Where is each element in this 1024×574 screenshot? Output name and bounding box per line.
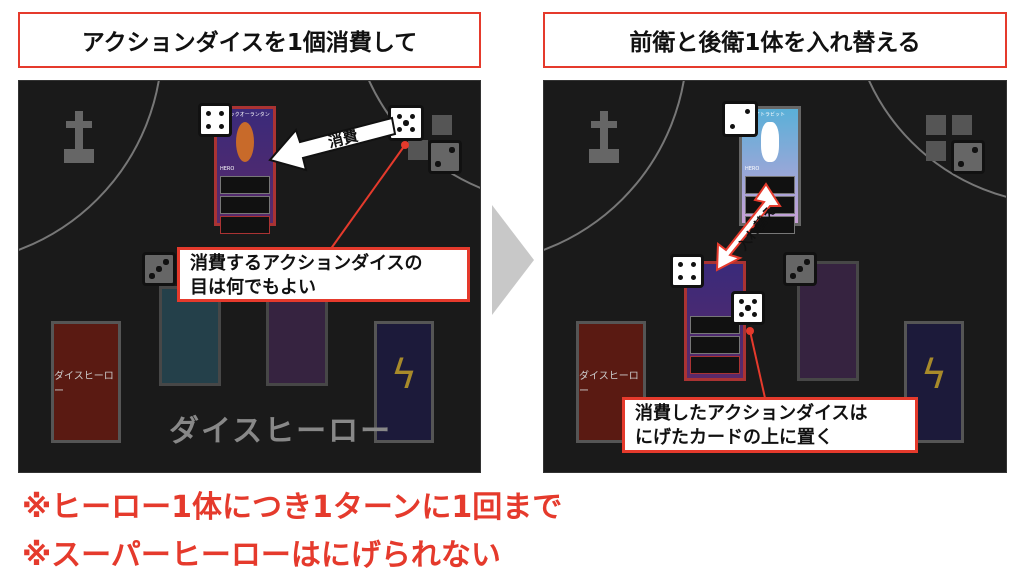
dice-three[interactable] <box>783 252 817 286</box>
dice-pip <box>435 161 441 167</box>
dice-two[interactable] <box>428 140 462 174</box>
item-card[interactable]: ϟ <box>374 321 434 443</box>
dice-pip <box>690 262 696 268</box>
callout-text: 消費するアクションダイスの <box>190 253 423 274</box>
lightning-icon: ϟ <box>920 352 948 398</box>
deck-card[interactable]: ダイスヒーロー <box>51 321 121 443</box>
hero-card-witch[interactable] <box>797 261 859 381</box>
dice-pip <box>218 123 224 129</box>
dice-pip <box>163 259 169 265</box>
dice-pip <box>804 259 810 265</box>
dice-three[interactable] <box>142 252 176 286</box>
dice-pip <box>678 262 684 268</box>
callout-text: 消費したアクションダイスは <box>635 403 868 424</box>
swap-arrow <box>715 182 782 272</box>
dice-pip <box>206 123 212 129</box>
left-title: アクションダイスを1個消費して <box>18 12 481 68</box>
dice-pip <box>218 111 224 117</box>
dice-pip <box>751 311 757 317</box>
tombstone-icon <box>589 111 619 166</box>
dice-pip <box>396 126 403 133</box>
dice-pip <box>739 299 745 305</box>
dice-four[interactable] <box>670 254 704 288</box>
dice-pip <box>409 126 416 133</box>
dice-two[interactable] <box>722 101 758 137</box>
dice-pip <box>739 311 745 317</box>
dice-pip <box>745 305 751 311</box>
note-1: ※ヒーロー1体につき1ターンに1回まで <box>22 490 563 525</box>
consume-arrow <box>268 116 397 172</box>
lightning-icon: ϟ <box>390 352 418 398</box>
dice-pip <box>396 113 403 120</box>
dice-slot <box>432 115 452 135</box>
dice-pip <box>156 266 162 272</box>
dice-pip <box>690 274 696 280</box>
dice-pip <box>729 123 736 130</box>
dice-pip <box>797 266 803 272</box>
right-callout: 消費したアクションダイスは にげたカードの上に置く <box>622 397 918 453</box>
dice-two[interactable] <box>951 140 985 174</box>
dice-slot <box>952 115 972 135</box>
dice-pip <box>958 161 964 167</box>
dice-slot <box>926 141 946 161</box>
dice-pip <box>206 111 212 117</box>
left-callout: 消費するアクションダイスの 目は何でもよい <box>177 247 470 302</box>
dice-pip <box>678 274 684 280</box>
dice-pip <box>744 108 751 115</box>
dice-pip <box>403 120 409 126</box>
next-chevron-icon <box>492 205 534 315</box>
game-logo: ダイスヒーロー <box>169 414 393 449</box>
callout-text: 目は何でもよい <box>190 277 316 298</box>
dice-slot <box>408 140 428 160</box>
dice-pip <box>751 299 757 305</box>
dice-four[interactable] <box>198 103 232 137</box>
dice-pip <box>972 147 978 153</box>
dice-five[interactable] <box>731 291 765 325</box>
right-title: 前衛と後衛1体を入れ替える <box>543 12 1007 68</box>
dice-pip <box>449 147 455 153</box>
callout-text: にげたカードの上に置く <box>635 427 833 448</box>
note-2: ※スーパーヒーローはにげられない <box>22 538 501 573</box>
dice-pip <box>149 273 155 279</box>
hero-card-back-left[interactable] <box>159 286 221 386</box>
dice-pip <box>790 273 796 279</box>
dice-pip <box>409 113 416 120</box>
tombstone-icon <box>64 111 94 166</box>
dice-slot <box>926 115 946 135</box>
